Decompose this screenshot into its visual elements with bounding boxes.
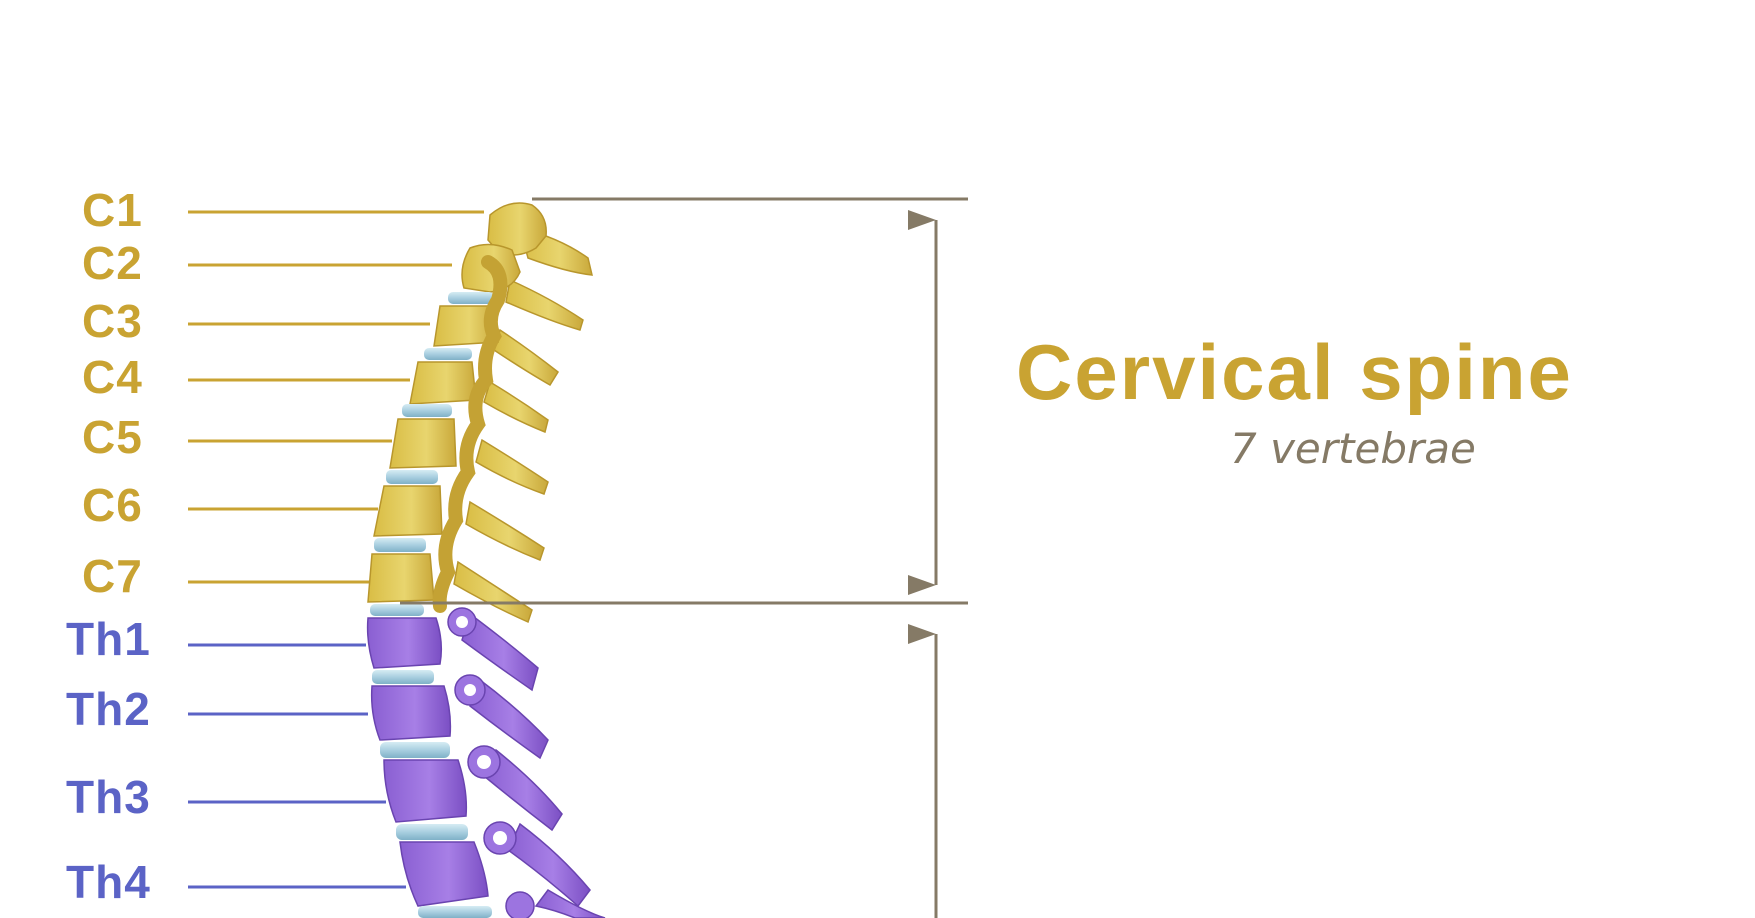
label-c6: C6: [82, 479, 143, 531]
cervical-bracket: [400, 197, 968, 605]
label-th4: Th4: [66, 856, 151, 908]
label-c2: C2: [82, 237, 143, 289]
thoracic-bodies: [366, 604, 535, 918]
label-c7: C7: [82, 550, 143, 602]
label-th3: Th3: [66, 771, 151, 823]
cervical-processes: [453, 226, 593, 624]
section-title: Cervical spine: [1016, 328, 1573, 416]
label-c4: C4: [82, 351, 143, 403]
thoracic-processes: [461, 612, 606, 918]
section-subtitle: 7 vertebrae: [1230, 424, 1476, 473]
label-c1: C1: [82, 184, 143, 236]
cervical-bodies: [367, 202, 547, 613]
label-c3: C3: [82, 295, 143, 347]
label-th1: Th1: [66, 613, 151, 665]
label-c5: C5: [82, 411, 143, 463]
label-th2: Th2: [66, 683, 151, 735]
